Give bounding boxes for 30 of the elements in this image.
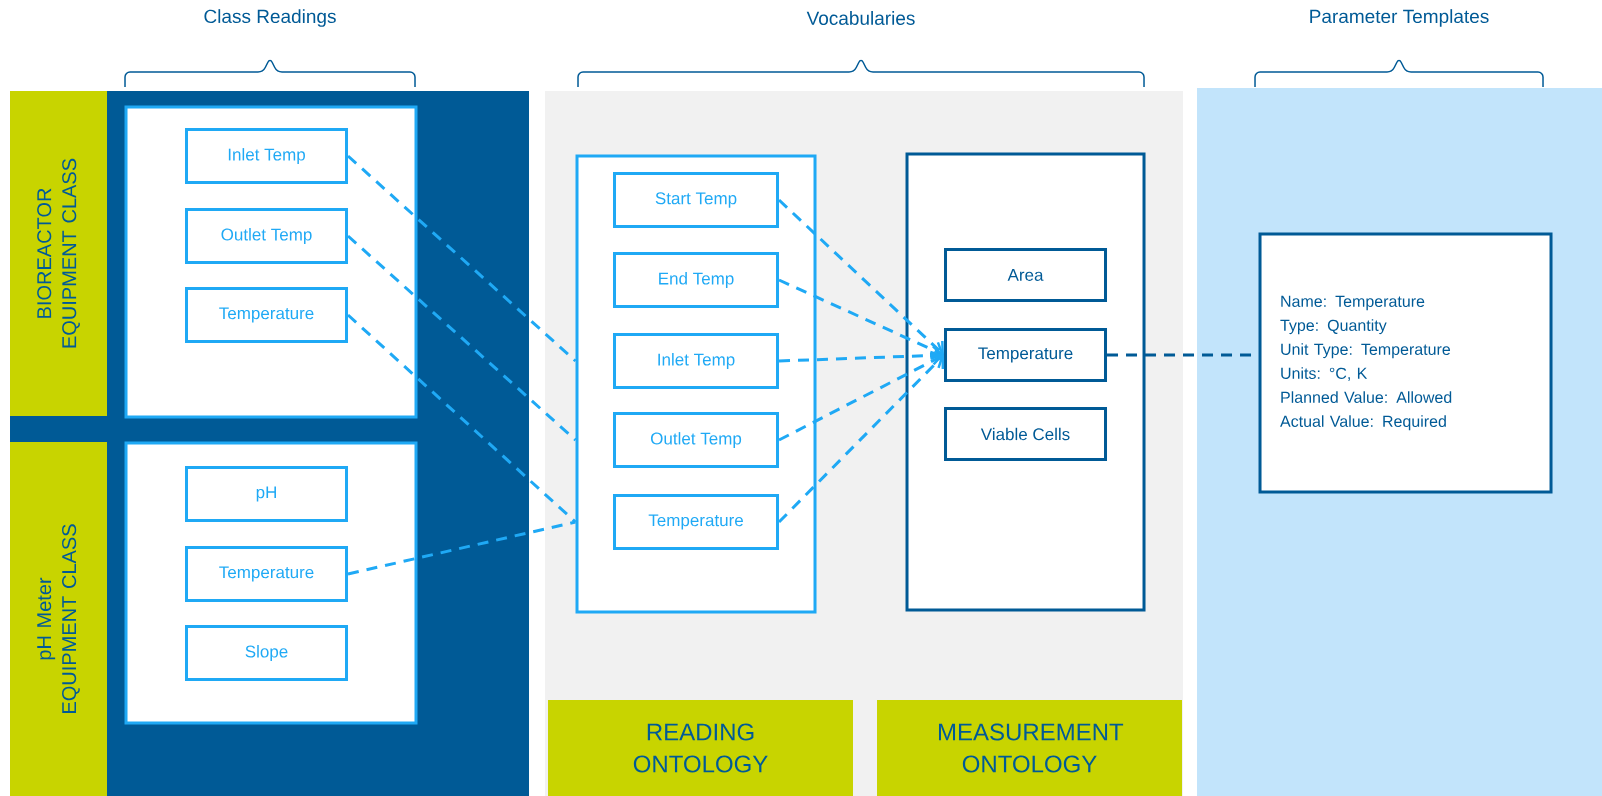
connector	[777, 355, 945, 524]
connector	[778, 350, 944, 442]
connector	[347, 520, 576, 576]
category-band: pH Meter EQUIPMENT CLASS	[10, 442, 107, 796]
item-box: Temperature	[185, 287, 348, 343]
item-box: End Temp	[613, 252, 779, 308]
category-band: READING ONTOLOGY	[548, 700, 853, 796]
item-box: Start Temp	[613, 172, 779, 228]
item-box: Temperature	[613, 494, 779, 550]
item-box: Temperature	[185, 546, 348, 602]
connector	[347, 154, 577, 363]
item-box: Slope	[185, 625, 348, 681]
item-box: Inlet Temp	[185, 128, 348, 184]
connector	[347, 234, 577, 442]
connector	[778, 278, 944, 360]
item-box: Inlet Temp	[613, 333, 779, 389]
template-card: Name: Temperature Type: Quantity Unit Type: Temperature Units: °C, K Planned Value: Allowed Actual Value: Required	[1258, 232, 1553, 494]
column-heading: Vocabularies	[806, 11, 915, 25]
item-box: Outlet Temp	[613, 412, 779, 468]
column-heading: Parameter Templates	[1310, 9, 1489, 27]
item-box: Temperature	[944, 328, 1107, 382]
column-heading: Class Readings	[204, 9, 336, 27]
category-band: MEASUREMENT ONTOLOGY	[877, 700, 1182, 796]
item-box: pH	[185, 466, 348, 522]
item-box: Area	[944, 248, 1107, 302]
connector	[347, 313, 577, 524]
item-box: Viable Cells	[944, 407, 1107, 461]
connector	[778, 198, 944, 356]
item-box: Outlet Temp	[185, 208, 348, 264]
category-band: BIOREACTOR EQUIPMENT CLASS	[10, 91, 107, 416]
